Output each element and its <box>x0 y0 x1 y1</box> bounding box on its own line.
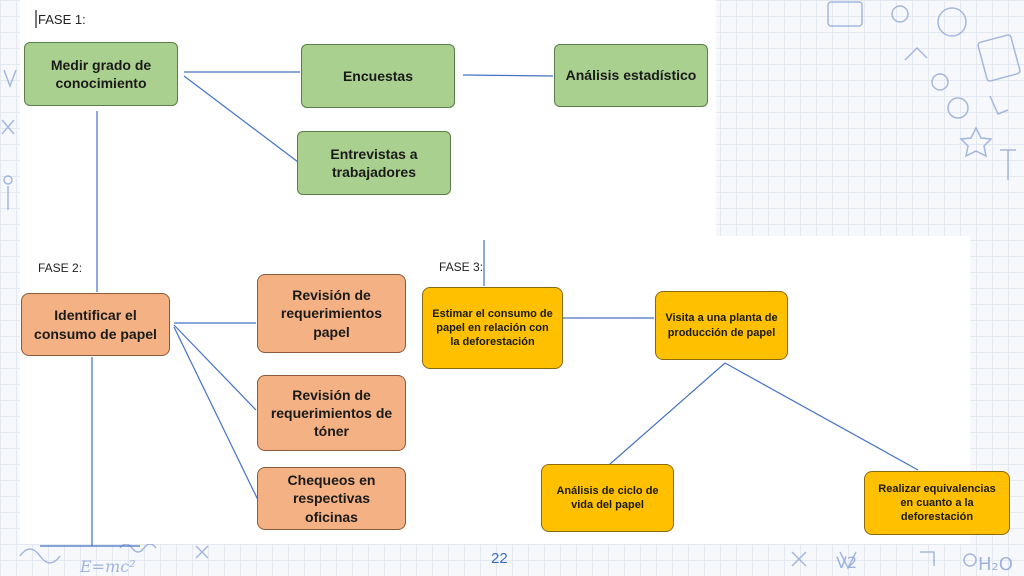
node-visita-planta: Visita a una planta de producción de pap… <box>655 291 788 360</box>
phase1-label: FASE 1: <box>38 12 86 27</box>
node-revision-papel: Revisión de requerimientos papel <box>257 274 406 353</box>
page-number: 22 <box>491 550 508 567</box>
phase1-panel <box>20 0 716 236</box>
test-tube-icon <box>1000 149 1016 180</box>
tool-icon <box>791 551 807 567</box>
node-medir-conocimiento: Medir grado de conocimiento <box>24 42 178 106</box>
node-encuestas: Encuestas <box>301 44 455 108</box>
node-analisis-ciclo: Análisis de ciclo de vida del papel <box>541 464 674 532</box>
virus-icon <box>947 97 969 119</box>
svg-text:H₂O: H₂O <box>978 554 1013 575</box>
globe-icon <box>937 7 967 37</box>
wave-icon <box>19 548 61 564</box>
connector <box>462 74 554 77</box>
molecule-icon <box>891 5 909 23</box>
connector <box>183 75 299 163</box>
letter-v-icon <box>3 69 17 89</box>
phase2-label: FASE 2: <box>38 261 83 275</box>
star-icon <box>959 126 993 158</box>
phase3-label: FASE 3: <box>439 260 484 274</box>
node-chequeos: Chequeos en respectivas oficinas <box>257 467 406 530</box>
connector <box>173 326 259 501</box>
node-revision-toner: Revisión de requerimientos de tóner <box>257 375 406 451</box>
connector <box>609 362 726 465</box>
node-entrevistas: Entrevistas a trabajadores <box>297 131 451 195</box>
node-identificar-consumo: Identificar el consumo de papel <box>21 293 170 356</box>
node-equivalencias: Realizar equivalencias en cuanto a la de… <box>864 471 1010 535</box>
cross-icon <box>1 119 15 135</box>
magnet-icon <box>989 95 1009 115</box>
notebook-icon <box>977 34 1021 82</box>
svg-text:V2: V2 <box>836 553 857 572</box>
squiggle-icon <box>119 543 157 553</box>
plug-icon <box>904 46 928 61</box>
node-analisis-estadistico: Análisis estadístico <box>554 44 708 107</box>
formula-doodle: E=mc² <box>79 557 136 576</box>
node-estimar-consumo: Estimar el consumo de papel en relación … <box>422 287 563 369</box>
atom-icon <box>931 73 949 91</box>
connector <box>724 362 919 471</box>
connector <box>173 324 257 411</box>
calculator-icon <box>827 1 863 27</box>
